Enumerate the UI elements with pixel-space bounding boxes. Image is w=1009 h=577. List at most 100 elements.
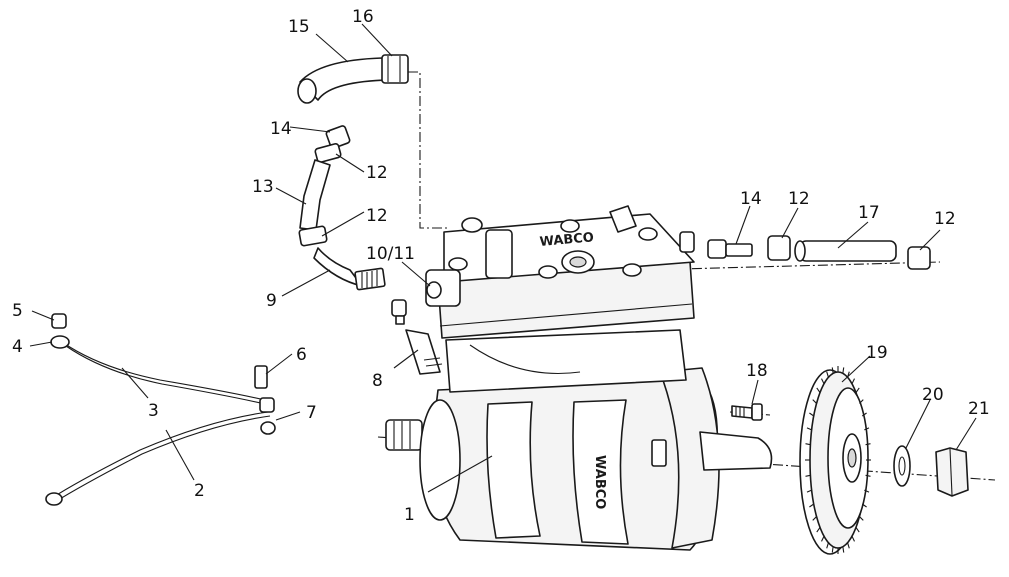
gear-tooth: [864, 427, 870, 431]
callout-16: 16: [352, 7, 374, 27]
callout-13: 13: [252, 177, 274, 197]
callout-20: 20: [922, 385, 944, 405]
gear-tooth: [826, 542, 829, 549]
coolant-hose: [299, 159, 331, 231]
callout-labels: 1 2 3 4 5 6 7 8 9 10/11 12 12 13 14 15 1…: [12, 7, 990, 525]
callout-14-right: 14: [740, 189, 762, 209]
gear-tooth: [805, 474, 811, 477]
coolant-hose-assembly: [298, 125, 386, 291]
nut-21: [935, 447, 969, 497]
oil-line-2: [51, 411, 269, 499]
intake-axis: [408, 71, 450, 229]
gear-tooth: [812, 399, 817, 404]
crankcase-rib-2: [572, 399, 629, 545]
gear-tooth: [861, 503, 867, 508]
brand-label-top: WABCO: [539, 230, 594, 250]
gear-tooth: [809, 503, 815, 508]
callout-17: 17: [858, 203, 880, 223]
compressor-body-1: WABCO: [385, 367, 773, 551]
callout-4: 4: [12, 337, 23, 357]
callout-12-right-a: 12: [788, 189, 810, 209]
callout-9: 9: [266, 291, 277, 311]
callout-8: 8: [372, 371, 383, 391]
callout-15: 15: [288, 17, 310, 37]
callout-12-lower: 12: [366, 206, 388, 226]
gear-tooth: [821, 535, 825, 542]
bolt-18: [731, 403, 763, 421]
gear-teeth: [805, 366, 871, 554]
oil-line-assembly: [45, 313, 276, 506]
hollow-screw-8: [391, 299, 443, 375]
banjo-fitting-upper: [325, 125, 351, 149]
washer-20: [893, 445, 911, 487]
head-bolt-6: [622, 263, 642, 277]
gear-tooth: [831, 367, 834, 374]
callout-12-right-b: 12: [934, 209, 956, 229]
hose-clamp-upper: [314, 143, 342, 163]
head-bolt-4: [448, 257, 468, 271]
gear-tooth: [826, 371, 829, 378]
brand-label-side: WABCO: [592, 455, 607, 509]
gear-tooth: [855, 527, 860, 533]
gear-19: [799, 366, 871, 555]
outlet-fitting-neck: [725, 243, 753, 257]
outlet-fitting-14: [707, 239, 727, 259]
screw-washer: [395, 315, 405, 325]
rear-flange: [659, 367, 720, 549]
head-bolt-1: [461, 217, 483, 233]
gear-tooth: [806, 489, 812, 493]
banjo-bolt-6: [254, 365, 268, 389]
oil-line-3: [61, 341, 266, 401]
gear-tooth: [865, 443, 871, 446]
head-bolt-3: [638, 227, 658, 241]
gear-tooth: [821, 378, 825, 385]
union-fitting-7b: [260, 421, 276, 435]
callout-2: 2: [194, 481, 205, 501]
callout-21: 21: [968, 399, 990, 419]
callout-18: 18: [746, 361, 768, 381]
cylinder-block: [445, 329, 687, 393]
callout-10-11: 10/11: [366, 244, 415, 264]
inlet-port-block: [485, 229, 513, 279]
shaft-key: [651, 439, 667, 467]
front-flange: [419, 399, 461, 521]
lifting-eye: [609, 205, 637, 233]
washer-4: [50, 335, 70, 349]
clamp-12-right: [907, 246, 931, 270]
bolt-head: [751, 403, 763, 421]
screw-head: [391, 299, 407, 317]
gear-tooth: [859, 399, 864, 404]
callout-3: 3: [148, 401, 159, 421]
head-outlet-fitting: [679, 231, 695, 253]
elbow-pipe: [313, 247, 363, 287]
banjo-bolt-5: [51, 313, 67, 329]
gear-tooth: [812, 516, 817, 521]
gear-tooth: [816, 527, 821, 533]
gear-tooth: [851, 378, 855, 385]
gear-tooth: [865, 474, 871, 477]
callout-14-left: 14: [270, 119, 292, 139]
washer-outer: [893, 445, 911, 487]
intake-hose-assembly: [297, 54, 409, 104]
crankcase-rib-1: [486, 401, 541, 539]
gear-tooth: [864, 489, 870, 493]
gear-tooth: [842, 367, 845, 374]
head-bolt-2: [560, 219, 580, 233]
callout-7: 7: [306, 403, 317, 423]
clamp-12-left: [767, 235, 791, 261]
gear-tooth: [851, 535, 855, 542]
head-bolt-5: [538, 265, 558, 279]
gear-tooth: [831, 546, 834, 553]
intake-fitting: [381, 54, 409, 84]
gear-tooth: [805, 443, 811, 446]
gear-tooth: [816, 387, 821, 393]
callout-5: 5: [12, 301, 23, 321]
screw-body: [405, 329, 441, 375]
hex-nut: [935, 447, 969, 497]
output-shaft: [699, 431, 773, 471]
callout-6: 6: [296, 345, 307, 365]
gear-tooth: [861, 412, 867, 417]
intake-hose-end: [297, 78, 317, 104]
